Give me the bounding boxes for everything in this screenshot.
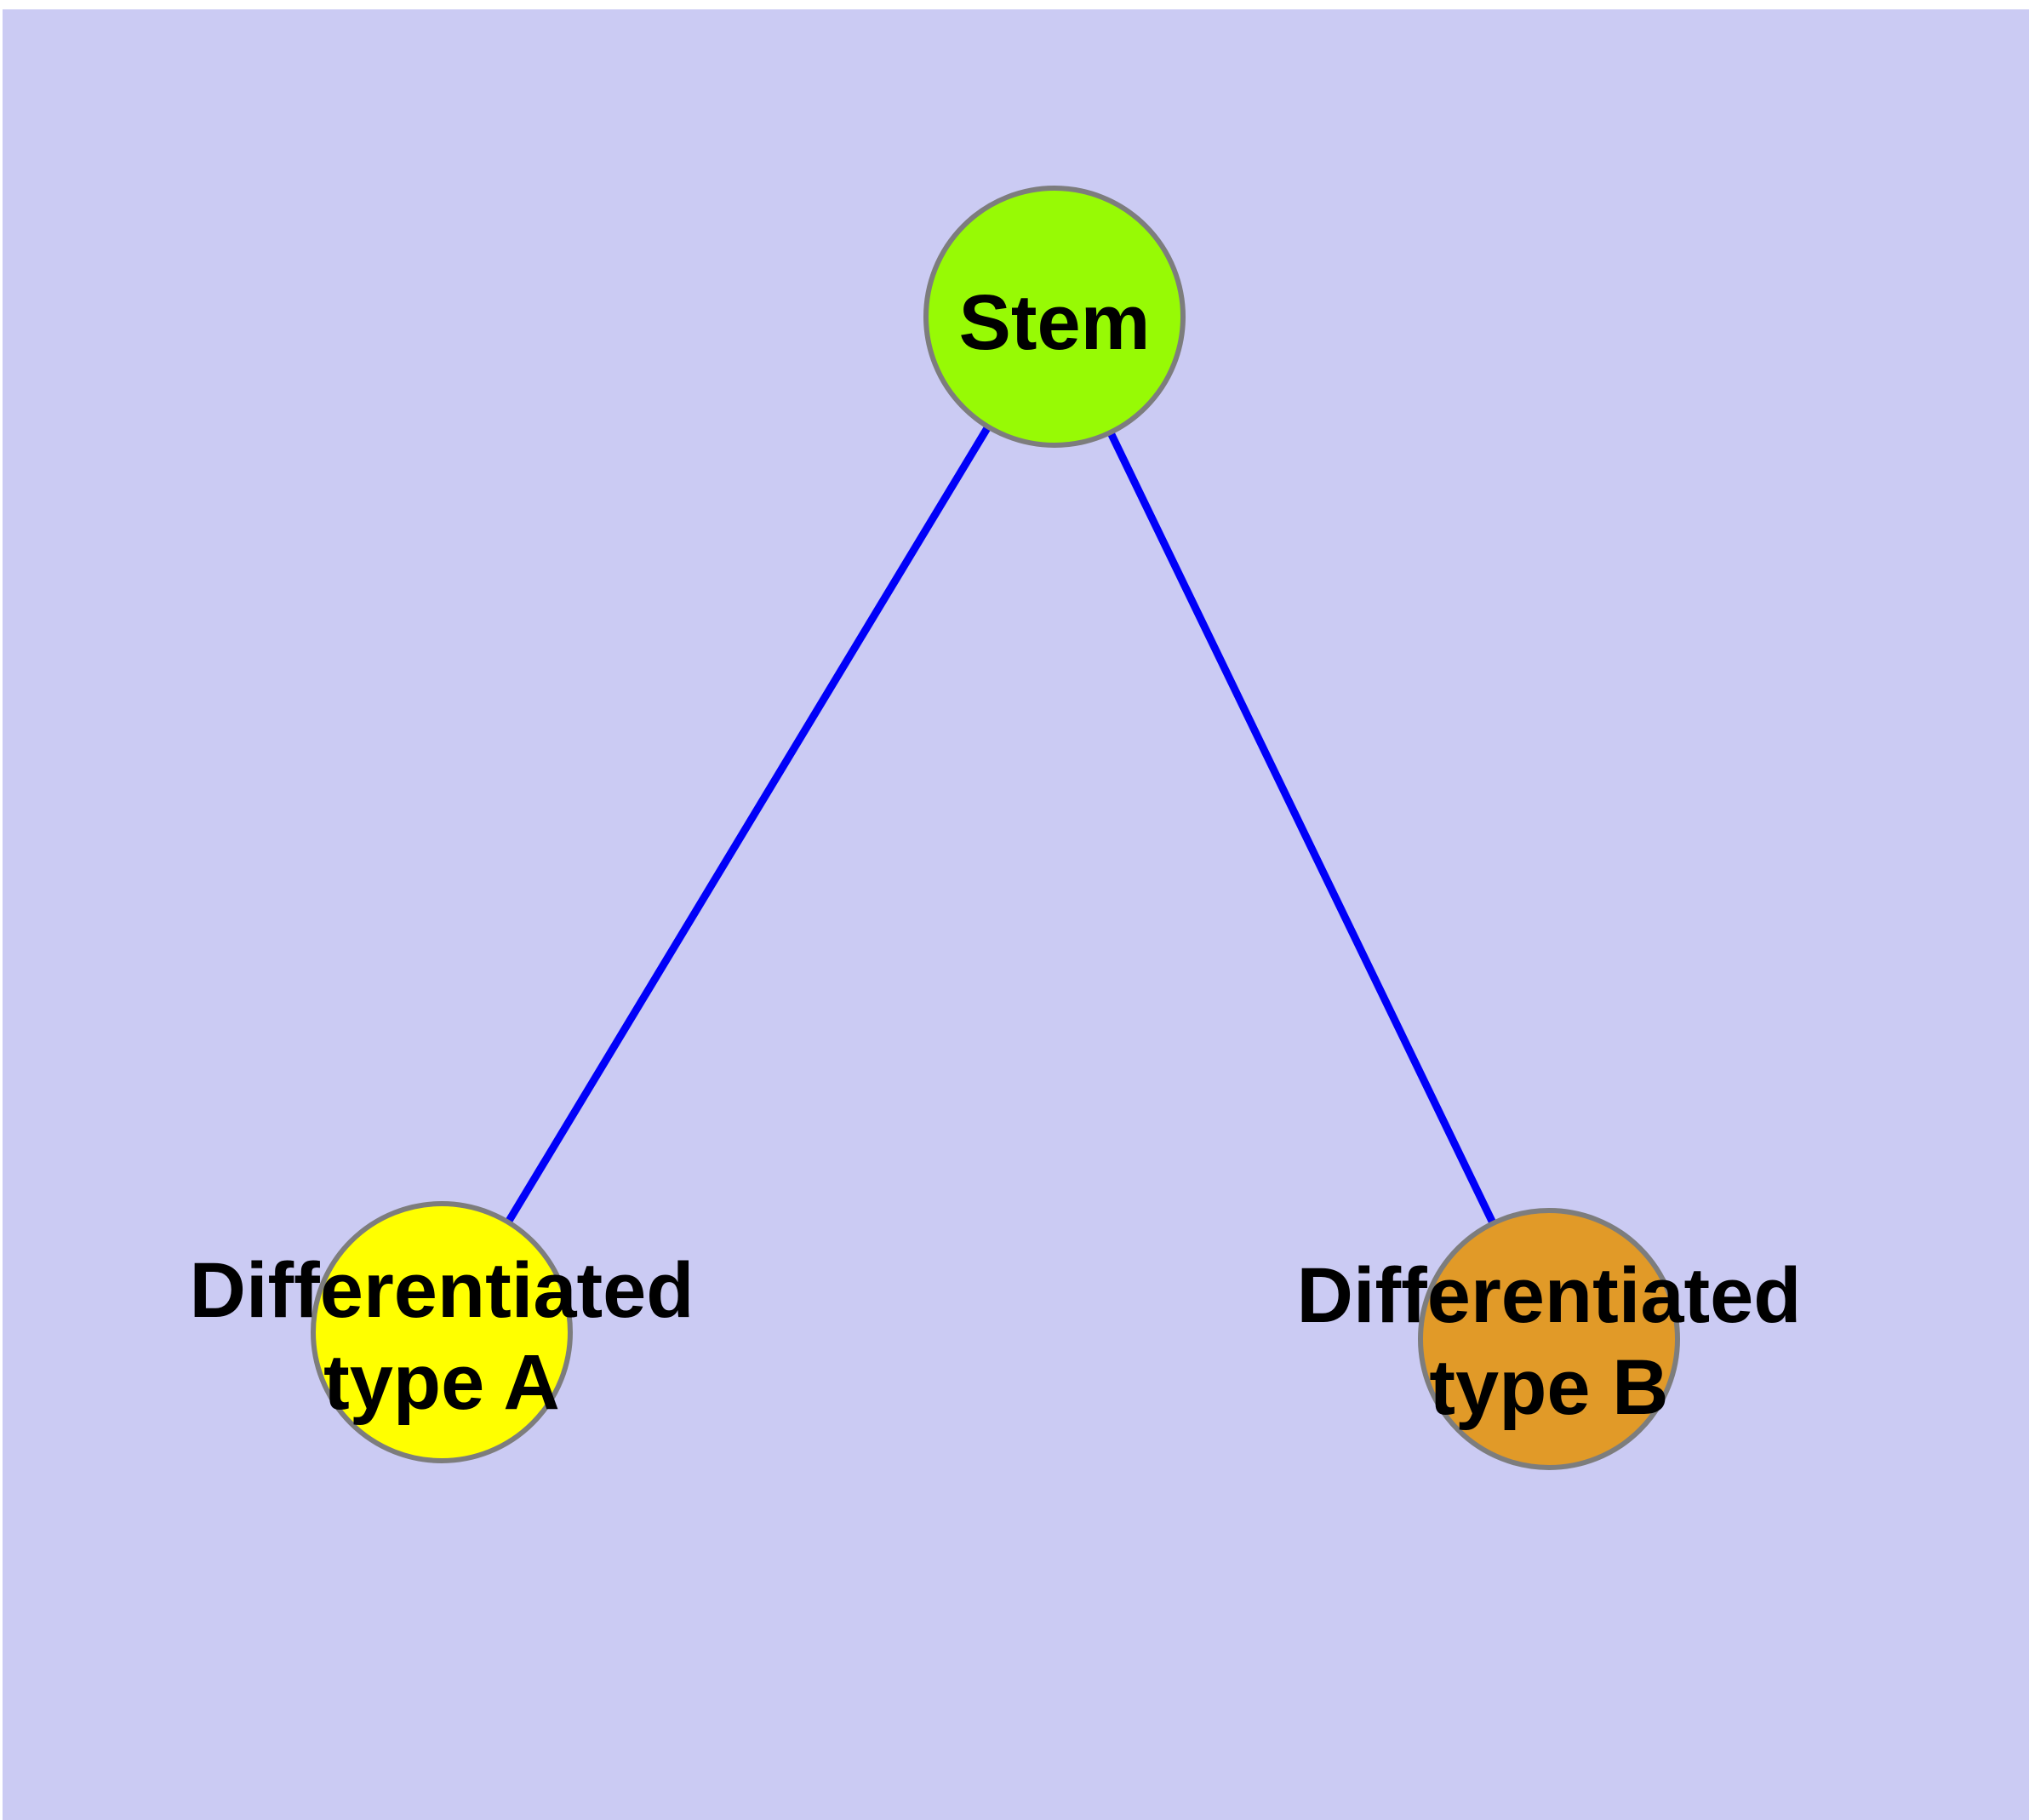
- node-stem-label: Stem: [959, 279, 1151, 366]
- node-stem: [923, 186, 1186, 448]
- node-differentiated-type-b: [1418, 1208, 1680, 1470]
- node-type-a-label-line1: Differentiated: [190, 1247, 694, 1334]
- node-type-b-label-line1: Differentiated: [1297, 1252, 1802, 1339]
- edge-stem-to-type-a: [438, 314, 1058, 1335]
- node-type-a-label-line2: type A: [323, 1339, 560, 1426]
- node-type-b-label-line2: type B: [1429, 1344, 1668, 1431]
- edge-stem-to-type-b: [1050, 315, 1553, 1341]
- node-differentiated-type-a: [311, 1201, 573, 1463]
